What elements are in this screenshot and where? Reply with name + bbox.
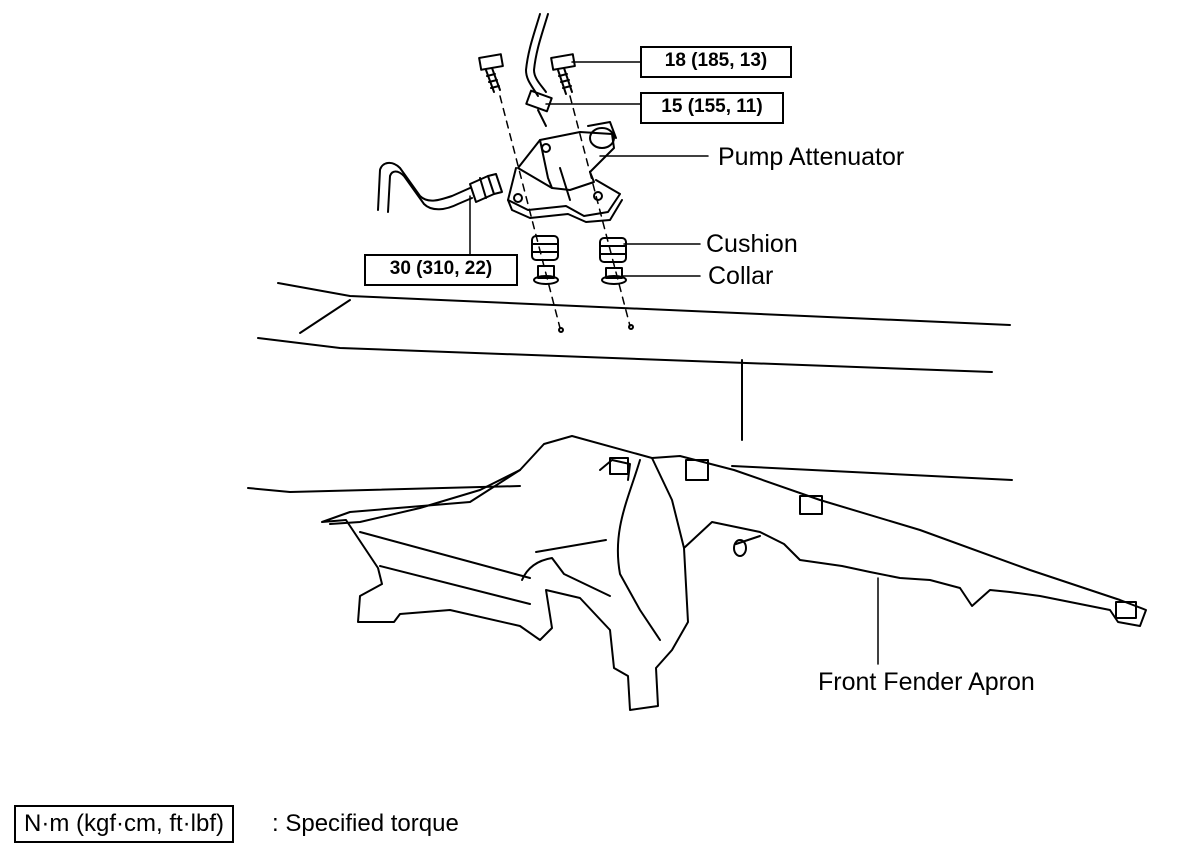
mount-hole-left: [558, 327, 564, 333]
pressure-pipe-upper: [525, 13, 553, 127]
torque-box-upper-bolt: 18 (185, 13): [640, 46, 792, 78]
label-pump-attenuator: Pump Attenuator: [718, 143, 905, 171]
torque-box-union-fitting: 15 (155, 11): [640, 92, 784, 124]
legend-unit-box: N·m (kgf·cm, ft·lbf): [14, 805, 234, 843]
mount-hole-right: [628, 324, 634, 330]
body-panel-lines: [247, 282, 1013, 493]
collar-right: [601, 267, 627, 285]
bolt-left: [478, 53, 504, 93]
bolt-right: [550, 53, 576, 95]
label-collar: Collar: [708, 262, 774, 290]
leader-lines: [469, 61, 879, 665]
collar-left: [533, 265, 559, 285]
front-fender-apron-shape: [321, 435, 1147, 711]
cushion-right: [599, 237, 627, 263]
torque-box-hose-fitting: 30 (310, 22): [364, 254, 518, 286]
hose-side: [377, 162, 503, 213]
pump-attenuator-body: [507, 121, 623, 223]
legend-description: : Specified torque: [272, 810, 459, 837]
label-front-fender-apron: Front Fender Apron: [818, 668, 1035, 696]
assembly-guide-lines: [499, 95, 631, 329]
cushion-left: [531, 235, 559, 261]
label-cushion: Cushion: [706, 230, 798, 258]
